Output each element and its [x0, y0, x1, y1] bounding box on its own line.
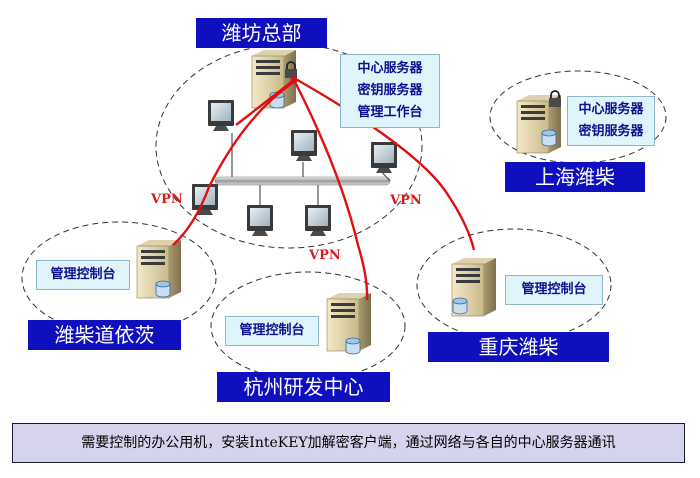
database-icon	[452, 297, 468, 315]
caption-banner: 需要控制的办公用机，安装InteKEY加解密客户端，通过网络与各自的中心服务器通…	[12, 423, 685, 463]
chongqing-role-box: 管理控制台	[505, 275, 603, 305]
hq-role-box: 中心服务器 密钥服务器 管理工作台	[340, 54, 440, 128]
role-label: 中心服务器	[578, 102, 644, 117]
site-title-yici: 潍柴道依茨	[28, 320, 181, 350]
vpn-label: VPN	[151, 192, 183, 207]
hangzhou-role-box: 管理控制台	[225, 316, 319, 346]
shanghai-boundary	[489, 70, 667, 164]
role-label: 中心服务器	[357, 61, 423, 76]
monitor-icon	[247, 205, 273, 236]
database-icon	[155, 280, 171, 298]
vpn-link-local	[235, 79, 295, 126]
vpn-label: VPN	[390, 193, 422, 208]
yici-role-box: 管理控制台	[36, 260, 130, 290]
monitor-icon	[305, 205, 331, 236]
site-title-hangzhou: 杭州研发中心	[217, 372, 390, 402]
vpn-link-hangzhou	[292, 79, 369, 301]
site-title-shanghai: 上海潍柴	[505, 162, 645, 192]
monitor-icon	[291, 130, 317, 161]
lock-icon	[548, 90, 562, 108]
vpn-link-yici	[172, 81, 295, 246]
site-title-chongqing: 重庆潍柴	[428, 332, 609, 362]
role-label: 密钥服务器	[357, 83, 423, 98]
shanghai-role-box: 中心服务器 密钥服务器	[567, 96, 655, 146]
role-label: 管理控制台	[50, 267, 116, 282]
database-icon	[541, 129, 557, 147]
role-label: 管理控制台	[521, 282, 587, 297]
vpn-hub-node	[290, 76, 298, 84]
database-icon	[345, 337, 361, 355]
site-title-hq: 潍坊总部	[196, 18, 327, 48]
role-label: 管理控制台	[239, 323, 305, 338]
vpn-label: VPN	[309, 248, 341, 263]
monitor-icon	[208, 100, 234, 131]
role-label: 管理工作台	[357, 105, 423, 120]
monitor-icon	[371, 142, 397, 173]
role-label: 密钥服务器	[578, 124, 644, 139]
